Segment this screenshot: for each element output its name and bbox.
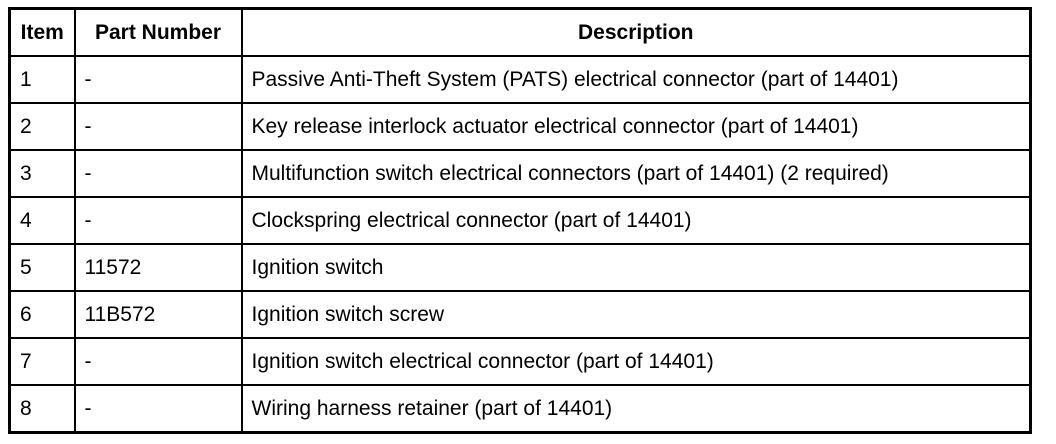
- table-row: 4 - Clockspring electrical connector (pa…: [8, 196, 1032, 245]
- cell-part-number: -: [73, 196, 243, 245]
- cell-item: 7: [8, 337, 76, 386]
- cell-item: 3: [8, 149, 76, 198]
- cell-part-number: -: [73, 337, 243, 386]
- cell-item: 8: [8, 384, 76, 434]
- column-header-description: Description: [240, 7, 1032, 57]
- table-row: 5 11572 Ignition switch: [8, 243, 1032, 292]
- table-row: 1 - Passive Anti-Theft System (PATS) ele…: [8, 55, 1032, 104]
- cell-description: Clockspring electrical connector (part o…: [240, 196, 1032, 245]
- cell-item: 5: [8, 243, 76, 292]
- table-header: Item Part Number Description: [8, 7, 1032, 57]
- cell-description: Key release interlock actuator electrica…: [240, 102, 1032, 151]
- parts-legend-table: Item Part Number Description 1 - Passive…: [8, 7, 1032, 434]
- cell-part-number: -: [73, 149, 243, 198]
- cell-part-number: 11B572: [73, 290, 243, 339]
- table-row: 8 - Wiring harness retainer (part of 144…: [8, 384, 1032, 434]
- cell-item: 6: [8, 290, 76, 339]
- cell-item: 4: [8, 196, 76, 245]
- cell-description: Multifunction switch electrical connecto…: [240, 149, 1032, 198]
- column-header-part-number: Part Number: [73, 7, 243, 57]
- table-header-row: Item Part Number Description: [8, 7, 1032, 57]
- table-row: 6 11B572 Ignition switch screw: [8, 290, 1032, 339]
- cell-description: Ignition switch electrical connector (pa…: [240, 337, 1032, 386]
- table-row: 3 - Multifunction switch electrical conn…: [8, 149, 1032, 198]
- table-body: 1 - Passive Anti-Theft System (PATS) ele…: [8, 55, 1032, 434]
- cell-part-number: -: [73, 384, 243, 434]
- cell-description: Wiring harness retainer (part of 14401): [240, 384, 1032, 434]
- cell-part-number: -: [73, 55, 243, 104]
- table-row: 2 - Key release interlock actuator elect…: [8, 102, 1032, 151]
- cell-part-number: -: [73, 102, 243, 151]
- cell-item: 1: [8, 55, 76, 104]
- cell-description: Ignition switch screw: [240, 290, 1032, 339]
- cell-description: Passive Anti-Theft System (PATS) electri…: [240, 55, 1032, 104]
- cell-description: Ignition switch: [240, 243, 1032, 292]
- column-header-item: Item: [8, 7, 76, 57]
- cell-part-number: 11572: [73, 243, 243, 292]
- table-row: 7 - Ignition switch electrical connector…: [8, 337, 1032, 386]
- cell-item: 2: [8, 102, 76, 151]
